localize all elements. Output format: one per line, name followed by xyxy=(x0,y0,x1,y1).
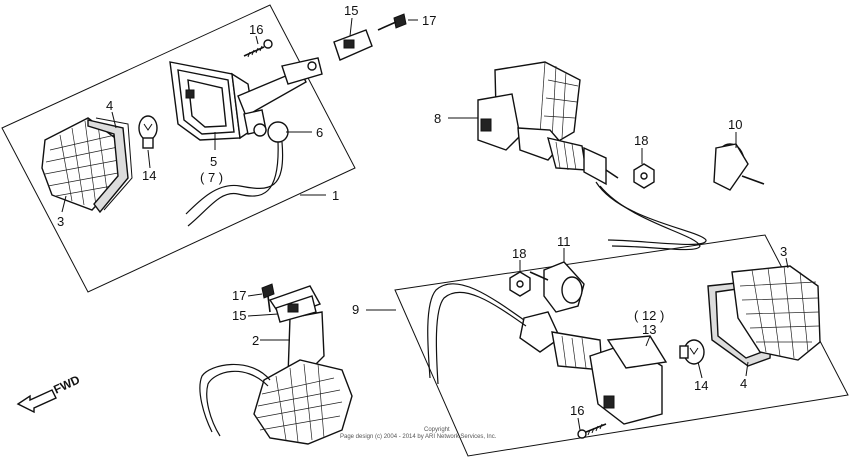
copyright-line-1: Copyright xyxy=(424,427,450,433)
rear-signal-8[interactable] xyxy=(477,61,619,186)
callout-18-bottom: 18 xyxy=(512,246,526,261)
lower-left-wire-2 xyxy=(206,370,269,437)
callout-9: 9 xyxy=(352,302,359,317)
callout-16-top: 16 xyxy=(249,22,263,37)
callout-17-top: 17 xyxy=(422,13,436,28)
callout-12-sub: ( 12 ) xyxy=(634,308,664,323)
callout-14-left: 14 xyxy=(142,168,156,183)
callout-14-right: 14 xyxy=(694,378,708,393)
callout-4-left: 4 xyxy=(106,98,113,113)
left-stem-arm[interactable] xyxy=(237,57,323,135)
callout-13: 13 xyxy=(642,322,656,337)
left-bulb-14[interactable] xyxy=(138,115,158,149)
bolt-17-bottom[interactable] xyxy=(261,283,275,313)
clamp-15-bottom[interactable] xyxy=(275,295,317,323)
rear-signal-wire-2 xyxy=(599,185,701,251)
front-right-group-outline xyxy=(394,234,849,457)
callout-15-top: 15 xyxy=(344,3,358,18)
callout-1: 1 xyxy=(332,188,339,203)
callout-2: 2 xyxy=(252,333,259,348)
callout-7-sub: ( 7 ) xyxy=(200,170,223,185)
copyright-line-2: Page design (c) 2004 - 2014 by ARI Netwo… xyxy=(340,434,497,440)
fwd-label: FWD xyxy=(51,372,82,396)
nut-18-top[interactable] xyxy=(633,163,655,189)
bracket-11[interactable] xyxy=(529,261,585,313)
nut-18-bottom[interactable] xyxy=(509,271,531,297)
callout-5: 5 xyxy=(210,154,217,169)
clamp-15-top[interactable] xyxy=(333,29,373,61)
callout-8: 8 xyxy=(434,111,441,126)
leader-lines xyxy=(61,17,789,431)
lower-right-wire-2 xyxy=(435,291,527,385)
left-gasket-4[interactable] xyxy=(87,117,133,214)
callout-16-bottom: 16 xyxy=(570,403,584,418)
callout-6: 6 xyxy=(316,125,323,140)
rear-signal-wire xyxy=(595,181,707,246)
callout-3-left: 3 xyxy=(57,214,64,229)
lower-left-wire xyxy=(199,363,271,433)
callout-4-right: 4 xyxy=(740,376,747,391)
right-bulb-14[interactable] xyxy=(679,339,705,365)
front-left-group-outline xyxy=(1,4,356,293)
lower-signal-13[interactable] xyxy=(519,311,668,425)
left-wire xyxy=(185,141,284,215)
screw-16-top[interactable] xyxy=(243,39,273,58)
bracket-10[interactable] xyxy=(713,143,765,191)
callout-17-bottom: 17 xyxy=(232,288,246,303)
callout-18-top: 18 xyxy=(634,133,648,148)
forward-direction-arrow-icon: FWD xyxy=(16,372,82,414)
left-wire-2 xyxy=(187,141,279,227)
callout-11: 11 xyxy=(557,234,571,249)
bolt-17-top[interactable] xyxy=(377,13,407,31)
callout-3-right: 3 xyxy=(780,244,787,259)
lower-right-wire xyxy=(427,283,525,379)
lower-lens-2[interactable] xyxy=(253,359,353,445)
left-lens-3[interactable] xyxy=(41,117,121,211)
screw-16-bottom[interactable] xyxy=(577,423,607,439)
callout-10: 10 xyxy=(728,117,742,132)
left-socket-6[interactable] xyxy=(253,121,289,143)
callout-15-bottom: 15 xyxy=(232,308,246,323)
right-lens-3[interactable] xyxy=(731,265,821,361)
